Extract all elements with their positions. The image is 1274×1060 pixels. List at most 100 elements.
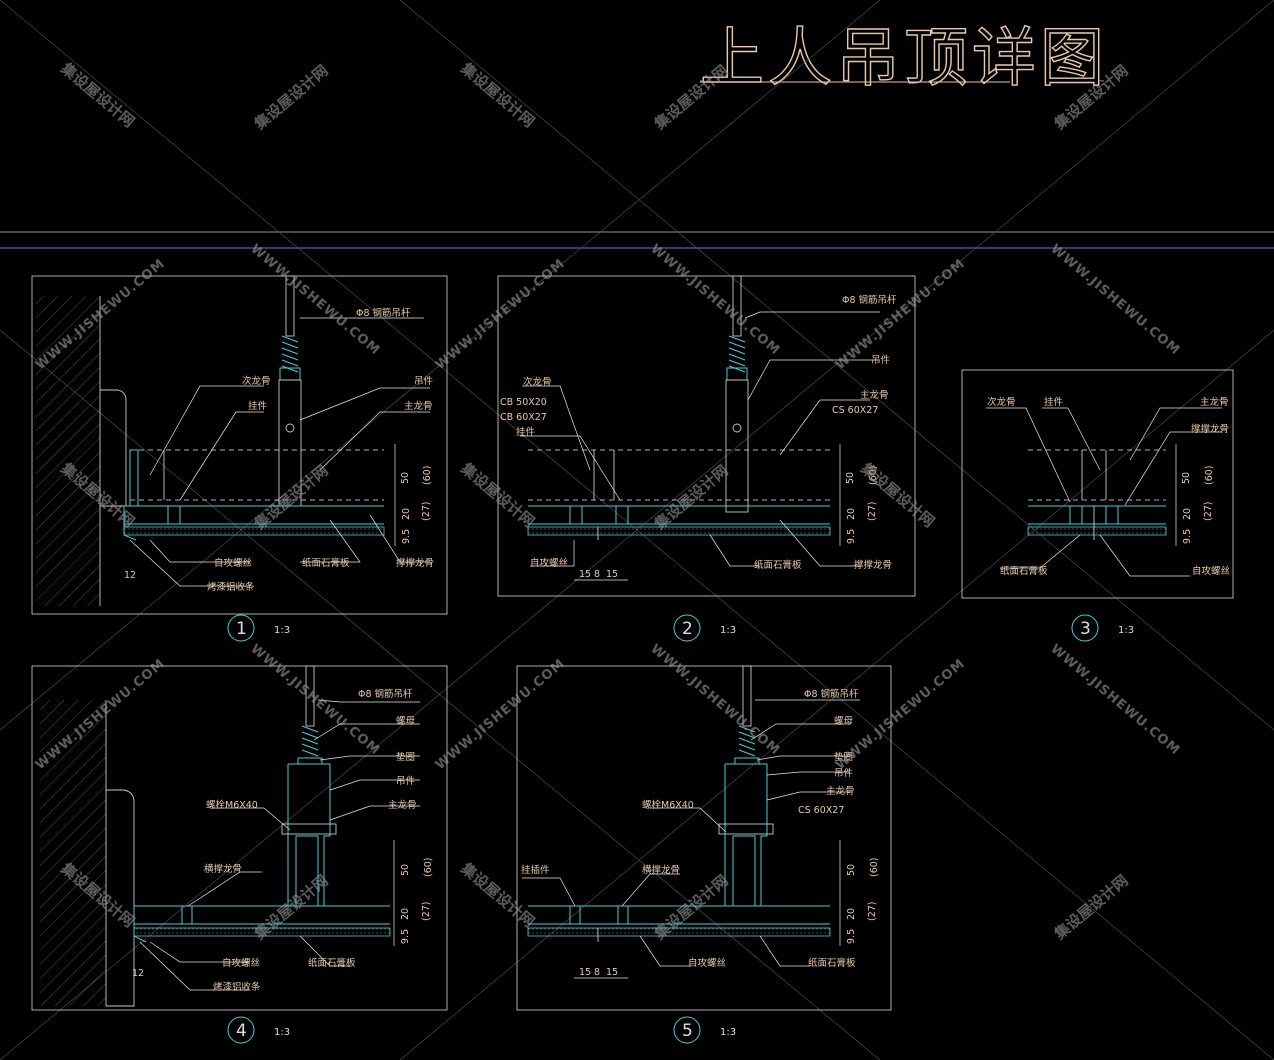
svg-text:Φ8 钢筋吊杆: Φ8 钢筋吊杆: [842, 294, 897, 306]
svg-text:50: 50: [846, 864, 857, 876]
detail-4-frame: [31, 665, 448, 1011]
detail-number: 2: [682, 619, 693, 639]
svg-text:吊件: 吊件: [834, 767, 854, 779]
svg-text:15: 15: [606, 967, 618, 978]
svg-text:(60): (60): [1204, 465, 1215, 485]
svg-text:吊件: 吊件: [396, 775, 416, 787]
svg-text:9.5: 9.5: [400, 929, 411, 944]
detail-1-frame: [31, 275, 448, 615]
svg-text:(27): (27): [421, 901, 432, 921]
detail-scale: 1:3: [1118, 625, 1134, 636]
svg-text:50: 50: [845, 472, 856, 484]
svg-text:垫圈: 垫圈: [834, 751, 853, 763]
svg-text:主龙骨: 主龙骨: [404, 400, 433, 412]
detail-number: 1: [236, 619, 247, 639]
svg-text:9.5: 9.5: [401, 529, 412, 544]
svg-text:9.5: 9.5: [846, 929, 857, 944]
svg-text:挂件: 挂件: [248, 400, 268, 412]
svg-text:主龙骨: 主龙骨: [1200, 396, 1229, 408]
svg-text:(27): (27): [867, 501, 878, 521]
svg-text:纸面石膏板: 纸面石膏板: [754, 559, 802, 571]
svg-text:WWW.JISHEWU.COM: WWW.JISHEWU.COM: [247, 642, 382, 759]
svg-text:20: 20: [1182, 508, 1193, 520]
svg-text:集设屋设计网: 集设屋设计网: [650, 61, 731, 133]
svg-text:主龙骨: 主龙骨: [388, 799, 417, 811]
svg-text:主龙骨: 主龙骨: [826, 785, 855, 797]
detail-scale: 1:3: [274, 625, 290, 636]
svg-text:纸面石膏板: 纸面石膏板: [808, 957, 856, 969]
svg-text:12: 12: [132, 968, 144, 979]
svg-text:集设屋设计网: 集设屋设计网: [457, 459, 538, 531]
svg-text:烤漆铝收条: 烤漆铝收条: [213, 981, 261, 993]
detail-number-circle: [227, 614, 255, 642]
svg-text:(27): (27): [867, 901, 878, 921]
wall-hatch: [36, 296, 100, 606]
svg-text:50: 50: [1181, 472, 1192, 484]
svg-text:Φ8 钢筋吊杆: Φ8 钢筋吊杆: [358, 688, 413, 700]
svg-text:垫圈: 垫圈: [396, 751, 415, 763]
svg-text:20: 20: [401, 508, 412, 520]
svg-text:次龙骨: 次龙骨: [523, 376, 552, 388]
svg-text:螺母: 螺母: [834, 716, 853, 727]
detail-3: 50 (60) 20 (27) 9.5 次龙骨 挂件 主龙骨 撑撑龙骨 纸面石膏…: [961, 369, 1234, 642]
detail-2: 50 (60) 20 (27) 9.5 15 8 15 Φ8 钢筋吊杆 吊件 次…: [497, 275, 916, 642]
svg-text:自攻螺丝: 自攻螺丝: [688, 957, 726, 969]
svg-text:CS 60X27: CS 60X27: [798, 805, 844, 816]
svg-text:集设屋设计网: 集设屋设计网: [1050, 871, 1131, 943]
svg-text:(60): (60): [422, 465, 433, 485]
svg-text:纸面石膏板: 纸面石膏板: [308, 957, 356, 969]
svg-text:9.5: 9.5: [846, 529, 857, 544]
svg-text:8: 8: [594, 967, 600, 978]
svg-text:挂插件: 挂插件: [521, 864, 550, 876]
svg-text:次龙骨: 次龙骨: [987, 396, 1016, 408]
detail-4: 50 (60) 20 (27) 9.5 12 Φ8 钢筋吊杆 螺母 垫圈 吊件 …: [31, 665, 448, 1044]
svg-text:WWW.JISHEWU.COM: WWW.JISHEWU.COM: [1047, 242, 1182, 359]
svg-text:集设屋设计网: 集设屋设计网: [457, 59, 538, 131]
svg-text:纸面石膏板: 纸面石膏板: [302, 557, 350, 569]
detail-number: 3: [1080, 619, 1091, 639]
svg-text:集设屋设计网: 集设屋设计网: [250, 461, 331, 533]
drawing-title: 上人吊顶详图: [700, 22, 1108, 96]
svg-text:(60): (60): [423, 857, 434, 877]
svg-text:螺栓M6X40: 螺栓M6X40: [642, 799, 694, 811]
svg-text:集设屋设计网: 集设屋设计网: [650, 461, 731, 533]
detail-scale: 1:3: [720, 1027, 736, 1038]
svg-text:(27): (27): [421, 501, 432, 521]
svg-text:CB 50X20: CB 50X20: [500, 397, 547, 408]
svg-text:8: 8: [594, 569, 600, 580]
detail-scale: 1:3: [274, 1027, 290, 1038]
svg-text:15: 15: [579, 569, 591, 580]
svg-text:纸面石膏板: 纸面石膏板: [1000, 565, 1048, 577]
detail-3-frame: [961, 369, 1234, 599]
svg-text:Φ8 钢筋吊杆: Φ8 钢筋吊杆: [804, 688, 859, 700]
svg-text:烤漆铝收条: 烤漆铝收条: [207, 581, 255, 593]
svg-text:集设屋设计网: 集设屋设计网: [57, 59, 138, 131]
svg-text:主龙骨: 主龙骨: [860, 389, 889, 401]
svg-text:20: 20: [400, 908, 411, 920]
svg-text:自攻螺丝: 自攻螺丝: [214, 557, 252, 569]
svg-text:WWW.JISHEWU.COM: WWW.JISHEWU.COM: [247, 242, 382, 359]
detail-number: 5: [682, 1021, 693, 1041]
svg-text:(60): (60): [868, 465, 879, 485]
svg-text:20: 20: [846, 908, 857, 920]
svg-text:横撑龙骨: 横撑龙骨: [204, 863, 242, 875]
svg-text:次龙骨: 次龙骨: [242, 375, 271, 387]
svg-text:WWW.JISHEWU.COM: WWW.JISHEWU.COM: [833, 656, 968, 773]
svg-text:CS 60X27: CS 60X27: [832, 405, 878, 416]
svg-text:挂件: 挂件: [516, 426, 536, 438]
svg-text:50: 50: [400, 864, 411, 876]
svg-text:吊件: 吊件: [871, 354, 891, 366]
svg-text:撑撑龙骨: 撑撑龙骨: [396, 557, 434, 569]
svg-text:15: 15: [606, 569, 618, 580]
svg-text:WWW.JISHEWU.COM: WWW.JISHEWU.COM: [647, 242, 782, 359]
svg-text:横撑龙骨: 横撑龙骨: [642, 864, 680, 876]
detail-5-frame: [516, 665, 892, 1011]
svg-text:Φ8 钢筋吊杆: Φ8 钢筋吊杆: [356, 307, 411, 319]
svg-text:9.5: 9.5: [1182, 529, 1193, 544]
svg-text:(60): (60): [869, 857, 880, 877]
svg-text:(27): (27): [1203, 501, 1214, 521]
svg-text:WWW.JISHEWU.COM: WWW.JISHEWU.COM: [1047, 642, 1182, 759]
svg-text:自攻螺丝: 自攻螺丝: [1192, 565, 1230, 577]
